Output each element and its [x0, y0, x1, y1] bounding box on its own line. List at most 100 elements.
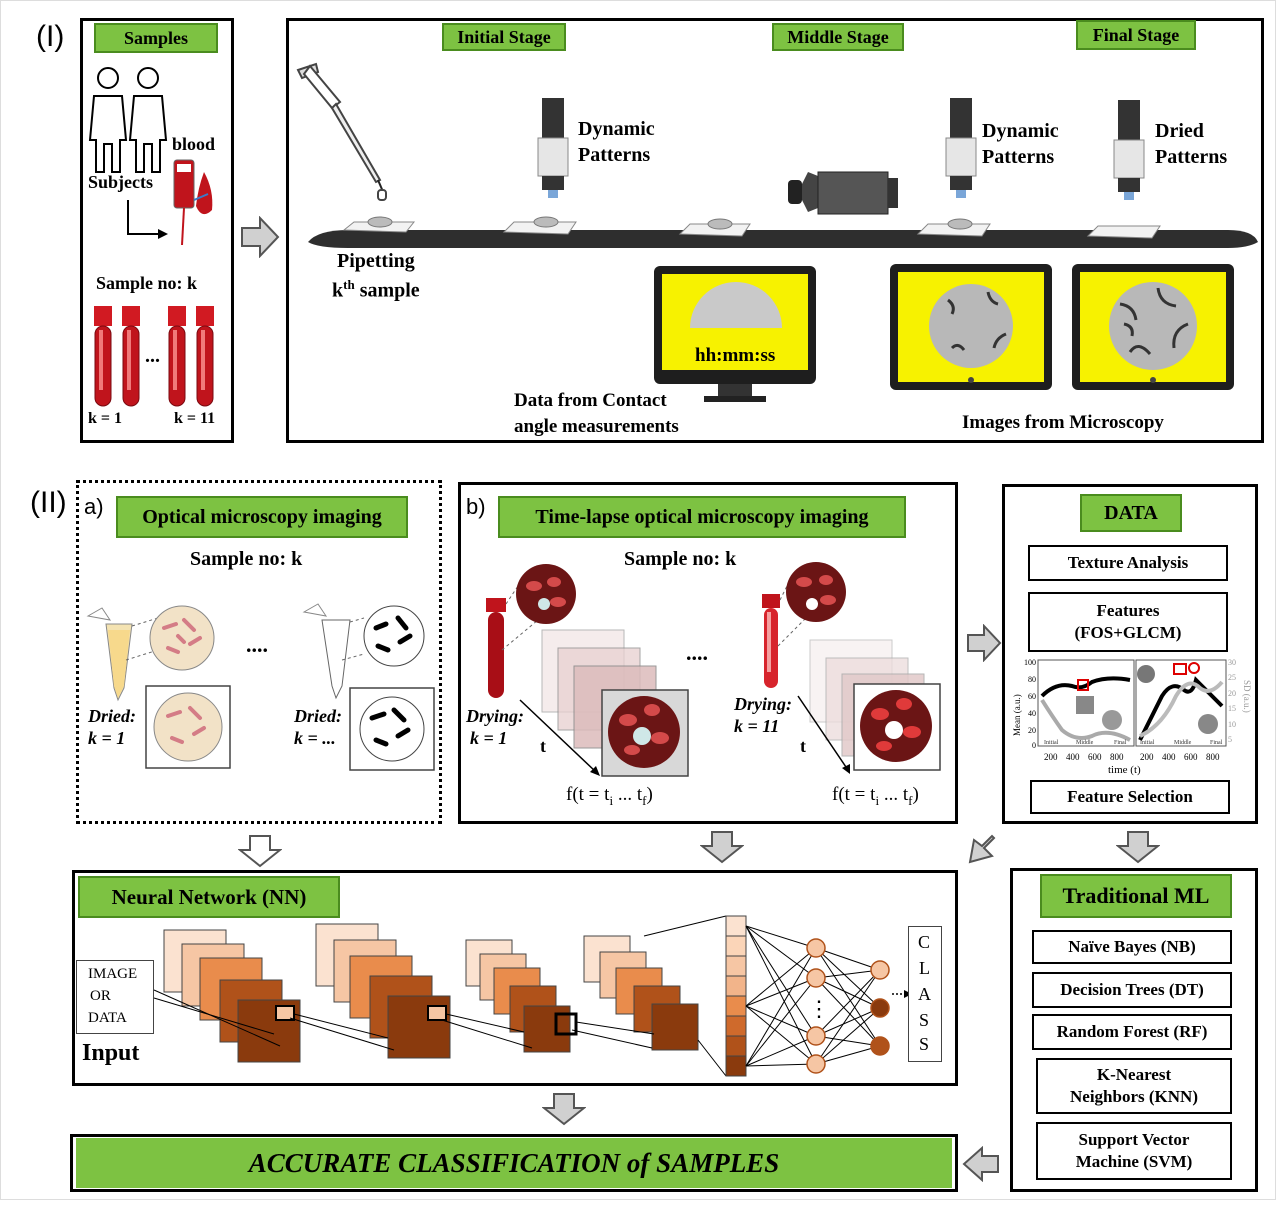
- cells-circle-icon: [149, 605, 215, 671]
- plot-right-tick: 30: [1228, 658, 1236, 667]
- optical-microscopy-title: Optical microscopy imaging: [116, 496, 408, 538]
- pipetting-label-1: Pipetting: [337, 250, 415, 272]
- plot-x-tick: 200: [1044, 752, 1058, 762]
- class-letter: S: [919, 1010, 930, 1030]
- microscope-icon: [945, 98, 977, 198]
- camera-icon: [788, 171, 898, 215]
- plot-left-tick: 40: [1028, 709, 1036, 718]
- f-mid: ... t: [879, 784, 909, 805]
- function-label-1: f(t = ti ... tf): [566, 784, 653, 809]
- f-open: f(t = t: [832, 784, 876, 805]
- nn-input-line-2: OR: [90, 988, 111, 1004]
- nn-to-result-arrow: [542, 1093, 586, 1126]
- panel-b-letter: b): [466, 494, 486, 519]
- nn-input-label: Input: [82, 1040, 140, 1066]
- part1-roman-label: (I): [36, 20, 65, 53]
- plot-left-tick: 20: [1028, 726, 1036, 735]
- conv-layer-3: [465, 939, 578, 1053]
- plot-right-tick: 5: [1228, 735, 1232, 744]
- conv-layer-4: [583, 935, 699, 1051]
- subjects-illustration: [88, 67, 214, 407]
- ml-to-result-arrow: [962, 1146, 999, 1182]
- dense-nodes: [806, 938, 890, 1074]
- plot-right-tick: 25: [1228, 673, 1236, 682]
- plot-left-tick: 0: [1032, 741, 1036, 750]
- plot-x-tick: 600: [1184, 752, 1198, 762]
- process-illustration: [296, 62, 1258, 402]
- dynamic1-label-2: Patterns: [578, 144, 651, 166]
- features-line-1: Features: [1096, 601, 1160, 620]
- pipetting-sample: sample: [354, 279, 420, 302]
- part2-roman-label: (II): [30, 486, 67, 519]
- contact-angle-label-1: Data from Contact: [514, 390, 667, 411]
- microscope-icon: [1113, 100, 1145, 200]
- conv-layer-1: [163, 929, 301, 1063]
- plot-stage-label: Initial: [1044, 740, 1059, 746]
- timer-label: hh:mm:ss: [695, 345, 776, 366]
- drying1-label-1: Drying:: [466, 706, 524, 726]
- plot-stage-label: Final: [1210, 740, 1223, 746]
- function-label-2: f(t = ti ... tf): [832, 784, 919, 809]
- blood-tubes-icon: [94, 306, 214, 407]
- feature-selection-box: Feature Selection: [1030, 780, 1230, 814]
- ml-item-rf: Random Forest (RF): [1032, 1014, 1232, 1050]
- dynamic2-label-1: Dynamic: [982, 120, 1059, 142]
- plot-stage-label: Final: [1114, 740, 1127, 746]
- subject-arrow: [127, 200, 158, 235]
- initial-stage-title: Initial Stage: [442, 23, 566, 51]
- features-box: Features (FOS+GLCM): [1028, 592, 1228, 652]
- plot-x-tick: 200: [1140, 752, 1154, 762]
- features-line-2: (FOS+GLCM): [1074, 623, 1182, 642]
- plot-x-tick: 600: [1088, 752, 1102, 762]
- data-to-ml-arrow: [1116, 831, 1160, 864]
- plot-right-tick: 15: [1228, 704, 1236, 713]
- result-banner: ACCURATE CLASSIFICATION of SAMPLES: [76, 1138, 952, 1188]
- plot-x-tick: 800: [1110, 752, 1124, 762]
- blood-cells-circle: [786, 562, 846, 622]
- feature-plot: Mean (a.u.) SD (a.u.) 100 80 60 40 20 0 …: [1012, 658, 1252, 776]
- class-letter: S: [919, 1034, 930, 1054]
- plot-left-tick: 80: [1028, 675, 1036, 684]
- plot-stage-label: Middle: [1076, 740, 1094, 746]
- drying1-label-2: k = 1: [470, 728, 508, 748]
- blood-cells-circle: [516, 564, 576, 624]
- microscopy-images-label: Images from Microscopy: [962, 412, 1164, 433]
- f-mid: ... t: [613, 784, 643, 805]
- middle-stage-title: Middle Stage: [772, 23, 904, 51]
- panel-a-illustration: [86, 603, 435, 771]
- neural-network-title: Neural Network (NN): [78, 876, 340, 918]
- f-sub-i: i: [875, 792, 880, 808]
- data-panel: [1002, 484, 1258, 824]
- nn-input-line-1: IMAGE: [88, 966, 138, 982]
- panel-b-down-arrow: [700, 831, 744, 864]
- f-sub-f: f: [642, 792, 647, 808]
- conveyor-belt: [308, 230, 1258, 248]
- dynamic2-label-2: Patterns: [982, 146, 1055, 168]
- plot-stage-label: Initial: [1140, 740, 1155, 746]
- traditional-ml-title: Traditional ML: [1040, 874, 1232, 918]
- ml-knn-line-2: Neighbors (KNN): [1070, 1087, 1198, 1106]
- plot-left-tick: 100: [1024, 658, 1036, 667]
- dried2-label-1: Dried:: [294, 706, 342, 726]
- eppendorf-tube-icon: [302, 603, 351, 700]
- time-lapse-title: Time-lapse optical microscopy imaging: [498, 496, 906, 538]
- pipetting-k: k: [332, 279, 344, 302]
- blood-bag-icon: [173, 159, 213, 246]
- t-label-2: t: [800, 736, 806, 756]
- pipette-icon: [296, 62, 387, 201]
- ml-item-knn: K-Nearest Neighbors (KNN): [1036, 1058, 1232, 1114]
- monitor-dried: [1072, 264, 1234, 390]
- plot-x-tick: 800: [1206, 752, 1220, 762]
- final-stage-title: Final Stage: [1076, 20, 1196, 50]
- class-letter: C: [918, 932, 931, 952]
- ml-svm-line-2: Machine (SVM): [1075, 1152, 1193, 1171]
- flatten-layer: [725, 915, 747, 1077]
- f-sub-i: i: [609, 792, 614, 808]
- panel-a-down-arrow: [238, 835, 282, 868]
- f-close: ): [912, 784, 919, 805]
- panel-b-dots: ....: [686, 640, 708, 665]
- dried2-label-2: k = ...: [294, 728, 336, 748]
- nn-vdots: ⋮: [808, 996, 830, 1021]
- plot-ylabel-right: SD (a.u.): [1242, 680, 1252, 713]
- ml-knn-line-1: K-Nearest: [1096, 1065, 1172, 1084]
